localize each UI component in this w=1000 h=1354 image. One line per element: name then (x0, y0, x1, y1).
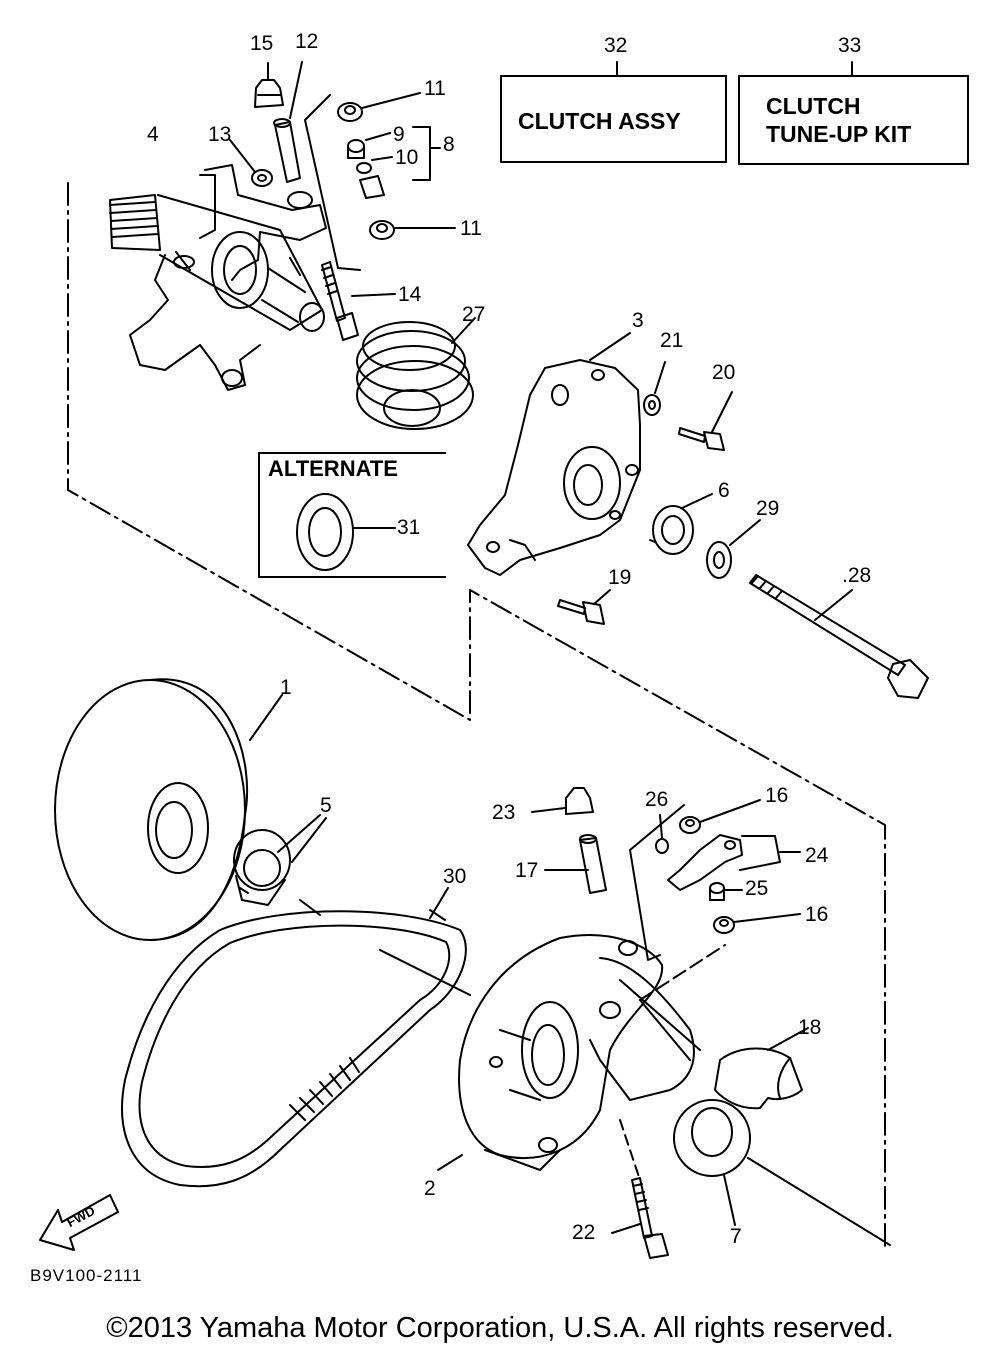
callout-16-upper: 16 (765, 784, 789, 807)
callout-21: 21 (660, 329, 684, 352)
part-5-collar (234, 830, 290, 905)
part-15-cap-nut (255, 80, 283, 107)
part-27-spring (357, 322, 473, 429)
diagram-code: B9V100-2111 (30, 1266, 143, 1285)
callout-33: 33 (838, 34, 862, 57)
callout-7: 7 (730, 1225, 742, 1248)
part-4-fixed-sheave-hub (110, 165, 326, 390)
part-3-cover (468, 360, 640, 575)
callout-22: 22 (572, 1221, 596, 1244)
part-18-sleeve (715, 1048, 802, 1108)
part-6-bushing (650, 506, 693, 554)
callout-26: 26 (645, 788, 669, 811)
part-23-cap (566, 788, 593, 814)
part-21-washer (644, 395, 660, 415)
part-26-washer (656, 839, 668, 853)
alternate-box (258, 452, 446, 578)
callout-28: .28 (842, 564, 872, 587)
part-11-collar-upper (338, 103, 362, 121)
callout-12: 12 (295, 30, 319, 53)
callout-10: 10 (395, 146, 419, 169)
alternate-label: ALTERNATE (268, 456, 398, 481)
callout-9: 9 (393, 123, 405, 146)
part-25-roller (710, 883, 724, 900)
callout-4: 4 (147, 123, 159, 146)
part-13-washer (252, 170, 272, 186)
part-12-pin (274, 119, 300, 182)
callout-2: 2 (424, 1177, 436, 1200)
part-8-weight (360, 176, 384, 198)
callout-13: 13 (208, 123, 232, 146)
part-28-long-bolt (750, 575, 928, 698)
callout-1: 1 (280, 676, 292, 699)
part-30-belt (122, 900, 466, 1186)
weight-bracket (305, 95, 440, 270)
callout-6: 6 (718, 479, 730, 502)
callout-30: 30 (443, 865, 467, 888)
callout-19: 19 (608, 566, 632, 589)
callout-29: 29 (756, 497, 780, 520)
callout-3: 3 (632, 309, 644, 332)
callout-32: 32 (604, 34, 628, 57)
callout-5: 5 (320, 794, 332, 817)
copyright-notice: ©2013 Yamaha Motor Corporation, U.S.A. A… (106, 1312, 894, 1344)
part-17-pin (580, 835, 606, 893)
part-1-sliding-sheave (55, 679, 247, 940)
callout-17: 17 (515, 859, 539, 882)
part-10-bushing (357, 163, 371, 173)
part-22-bolt (632, 1178, 668, 1258)
part-7-seal (674, 1100, 750, 1176)
assembly-outline (68, 183, 885, 1250)
part-20-bolt (679, 428, 724, 450)
clutch-tune-up-kit-label-line2: TUNE-UP KIT (766, 121, 912, 147)
clutch-tune-up-kit-label-line1: CLUTCH (766, 93, 861, 119)
clutch-assy-label: CLUTCH ASSY (518, 108, 681, 134)
callout-20: 20 (712, 361, 736, 384)
part-16-collar-upper (680, 817, 700, 833)
callout-27: 27 (462, 303, 486, 326)
callout-14: 14 (398, 283, 422, 306)
callout-16-lower: 16 (805, 903, 829, 926)
callout-11-lower: 11 (460, 217, 482, 240)
part-9-roller (348, 140, 364, 158)
part-11-collar-lower (370, 221, 394, 239)
clutch-assy-box (500, 75, 727, 163)
part-31-washer (297, 494, 353, 570)
callout-23: 23 (492, 801, 516, 824)
callout-8: 8 (443, 133, 455, 156)
callout-31: 31 (397, 516, 421, 539)
part-24-arm (668, 835, 742, 890)
part-2-sheave-body (459, 935, 700, 1170)
bracket-24 (740, 836, 780, 870)
callout-15: 15 (250, 32, 274, 55)
clutch-tune-up-kit-box (738, 75, 969, 165)
part-19-bolt (558, 600, 604, 624)
part-29-washer (707, 542, 731, 578)
part-16-collar-lower (714, 917, 734, 933)
callout-18: 18 (798, 1016, 822, 1039)
callout-11-upper: 11 (424, 77, 446, 100)
weight-bracket-2 (630, 805, 684, 960)
part-14-bolt (322, 262, 358, 340)
callout-24: 24 (805, 844, 829, 867)
callout-25: 25 (745, 877, 769, 900)
fwd-arrow-icon (40, 1195, 118, 1250)
